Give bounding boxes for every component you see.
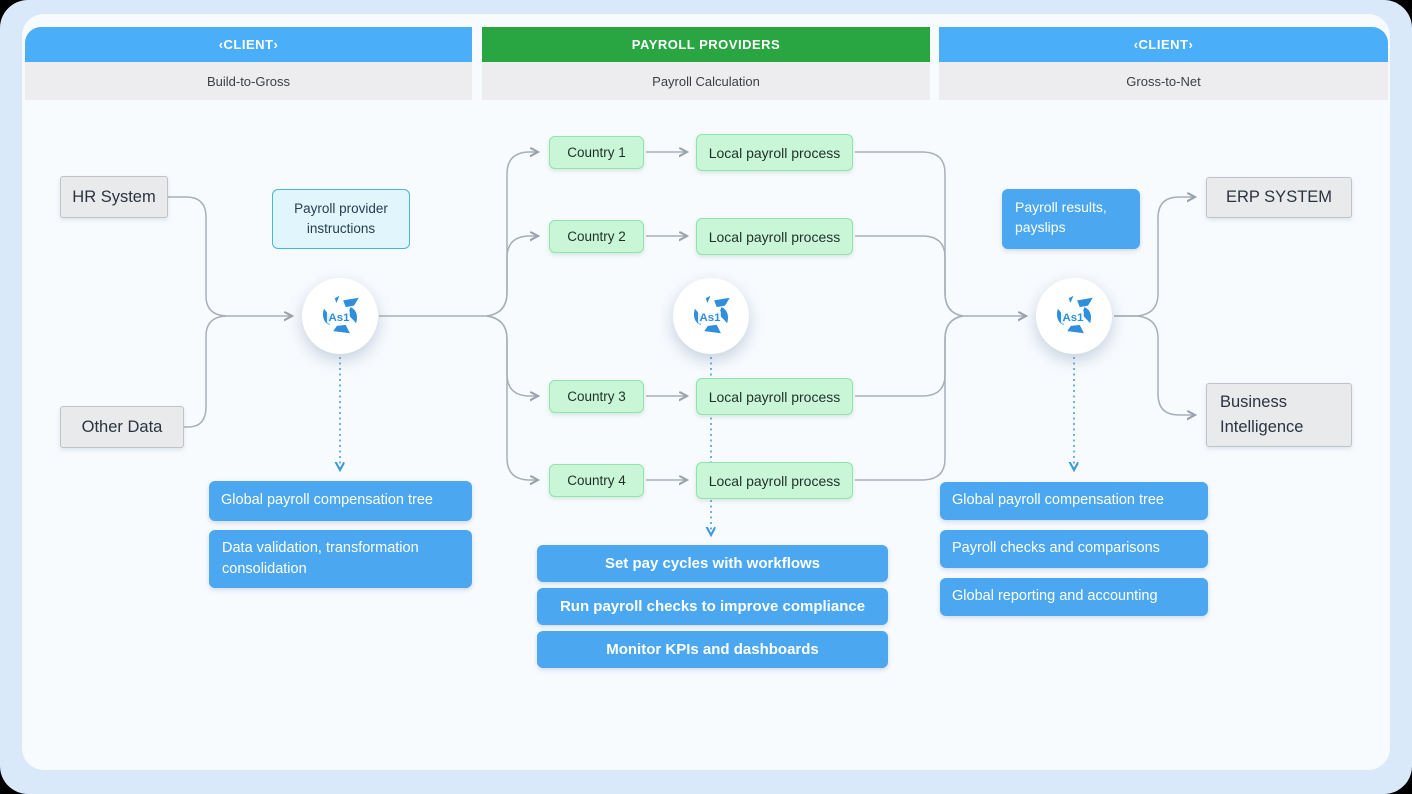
- left-output-data-validation-label: Data validation, transformation consolid…: [222, 540, 419, 578]
- as1-logo-blades: [693, 295, 730, 334]
- right-output-compensation-tree: Global payroll compensation tree: [940, 482, 1208, 520]
- local-payroll-process-4-box: Local payroll process: [696, 462, 853, 499]
- action-run-payroll-checks: Run payroll checks to improve compliance: [537, 588, 888, 625]
- as1-logo-icon: As1: [1056, 295, 1093, 334]
- right-output-payroll-checks-label: Payroll checks and comparisons: [952, 540, 1160, 557]
- column-subheader-payroll-calculation-label: Payroll Calculation: [652, 73, 760, 89]
- action-set-pay-cycles: Set pay cycles with workflows: [537, 545, 888, 582]
- column-header-payroll-providers-label: PAYROLL PROVIDERS: [631, 37, 781, 52]
- as1-logo-text: As1: [1063, 312, 1085, 324]
- local-payroll-process-1-box: Local payroll process: [696, 134, 853, 171]
- action-monitor-kpis: Monitor KPIs and dashboards: [537, 631, 888, 668]
- as1-logo-text-chip: [1060, 310, 1084, 324]
- column-subheader-payroll-calculation: Payroll Calculation: [482, 62, 930, 100]
- local-payroll-process-2-label: Local payroll process: [708, 228, 841, 245]
- column-header-client-left-label: ‹CLIENT›: [218, 37, 279, 52]
- column-header-client-right: ‹CLIENT›: [939, 27, 1388, 62]
- column-header-client-right-label: ‹CLIENT›: [1133, 37, 1194, 52]
- country-3-label: Country 3: [567, 389, 626, 404]
- left-output-data-validation: Data validation, transformation consolid…: [209, 530, 472, 588]
- other-data-label: Other Data: [81, 417, 163, 436]
- local-payroll-process-1-label: Local payroll process: [708, 144, 841, 161]
- local-payroll-process-3-box: Local payroll process: [696, 378, 853, 415]
- erp-system-box: ERP SYSTEM: [1206, 177, 1352, 218]
- payroll-results-box: Payroll results, payslips: [1002, 189, 1140, 249]
- left-output-compensation-tree-label: Global payroll compensation tree: [221, 492, 433, 509]
- action-monitor-kpis-label: Monitor KPIs and dashboards: [606, 641, 819, 658]
- as1-hub-right: As1: [1036, 278, 1112, 354]
- business-intelligence-label: Business Intelligence: [1220, 393, 1304, 436]
- as1-logo-text: As1: [700, 312, 722, 324]
- country-3-box: Country 3: [549, 380, 644, 413]
- payroll-provider-instructions-label: Payroll provider instructions: [294, 200, 388, 236]
- business-intelligence-box: Business Intelligence: [1206, 383, 1352, 447]
- as1-logo-text-chip: [697, 310, 721, 324]
- as1-logo-icon: As1: [322, 295, 359, 334]
- payroll-results-label: Payroll results, payslips: [1015, 199, 1107, 236]
- action-run-payroll-checks-label: Run payroll checks to improve compliance: [559, 598, 866, 615]
- local-payroll-process-2-box: Local payroll process: [696, 218, 853, 255]
- hr-system-label: HR System: [72, 187, 156, 206]
- local-payroll-process-4-label: Local payroll process: [708, 472, 841, 489]
- local-payroll-process-3-label: Local payroll process: [708, 388, 841, 405]
- column-subheader-gross-to-net-label: Gross-to-Net: [1126, 73, 1201, 89]
- as1-hub-left: As1: [302, 278, 378, 354]
- erp-system-label: ERP SYSTEM: [1225, 188, 1333, 206]
- other-data-box: Other Data: [60, 406, 184, 448]
- hr-system-box: HR System: [60, 176, 168, 218]
- left-output-compensation-tree: Global payroll compensation tree: [209, 481, 472, 521]
- right-output-global-reporting: Global reporting and accounting: [940, 578, 1208, 616]
- right-output-payroll-checks: Payroll checks and comparisons: [940, 530, 1208, 568]
- right-output-compensation-tree-label: Global payroll compensation tree: [952, 492, 1164, 509]
- country-4-box: Country 4: [549, 464, 644, 497]
- column-subheader-build-to-gross-label: Build-to-Gross: [206, 73, 291, 89]
- as1-logo-text-chip: [326, 310, 350, 324]
- action-set-pay-cycles-label: Set pay cycles with workflows: [604, 555, 821, 572]
- country-1-label: Country 1: [567, 145, 626, 160]
- country-2-label: Country 2: [567, 229, 626, 244]
- country-4-label: Country 4: [567, 473, 626, 488]
- right-output-global-reporting-label: Global reporting and accounting: [952, 588, 1158, 605]
- payroll-provider-instructions-box: Payroll provider instructions: [272, 189, 410, 249]
- country-2-box: Country 2: [549, 220, 644, 253]
- country-1-box: Country 1: [549, 136, 644, 169]
- column-subheader-build-to-gross: Build-to-Gross: [25, 62, 472, 100]
- as1-hub-middle: As1: [673, 278, 749, 354]
- as1-logo-text: As1: [329, 312, 351, 324]
- column-header-client-left: ‹CLIENT›: [25, 27, 472, 62]
- column-header-payroll-providers: PAYROLL PROVIDERS: [482, 27, 930, 62]
- column-subheader-gross-to-net: Gross-to-Net: [939, 62, 1388, 100]
- as1-logo-icon: As1: [693, 295, 730, 334]
